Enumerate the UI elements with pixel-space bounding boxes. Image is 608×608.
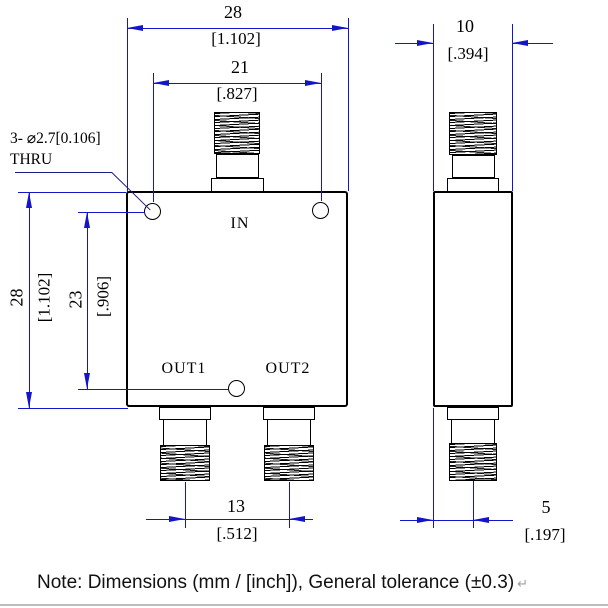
ext-line-side-width-right — [512, 24, 513, 191]
ext-line-side-conn-offset — [433, 408, 434, 528]
side-bottom-connector-threads — [449, 443, 497, 481]
centerline-out1-connector — [185, 482, 186, 528]
side-top-connector-flange — [447, 178, 499, 192]
ext-line-hole-offset-bottom — [78, 389, 228, 390]
arrow-side-width-left — [417, 39, 433, 46]
bottom-divider-line — [0, 604, 608, 606]
drawing-note: Note: Dimensions (mm / [inch]), General … — [37, 572, 528, 594]
centerline-side-connector — [473, 481, 474, 528]
dim-front-width-mm: 28 — [224, 2, 242, 22]
dim-line-front-height — [29, 192, 30, 408]
arrow-front-height-bottom — [25, 392, 32, 408]
port-label-out2: OUT2 — [265, 360, 311, 377]
arrow-side-width-right — [512, 39, 528, 46]
side-bottom-connector-body — [451, 419, 495, 444]
dim-hole-offset-inch: [.906] — [93, 275, 113, 318]
arrow-out-spacing-right — [289, 515, 305, 522]
arrow-front-height-top — [25, 192, 32, 208]
ext-line-front-width-right — [348, 18, 349, 191]
arrow-out-spacing-left — [169, 515, 185, 522]
side-top-connector-threads — [449, 112, 497, 155]
dim-line-hole-offset — [87, 212, 88, 389]
front-view-body — [126, 191, 348, 407]
dim-front-height-inch: [1.102] — [34, 272, 54, 323]
arrow-side-conn-offset-right — [473, 516, 489, 523]
front-out2-connector-body — [267, 419, 311, 446]
dim-line-front-width — [127, 28, 348, 29]
dim-hole-spacing-mm: 21 — [231, 57, 249, 77]
ext-line-hole-spacing-right — [321, 73, 322, 201]
arrow-hole-spacing-left — [153, 79, 169, 86]
dim-hole-spacing-inch: [.827] — [216, 84, 258, 103]
arrow-side-conn-offset-left — [417, 516, 433, 523]
dim-side-width-mm: 10 — [456, 16, 474, 36]
hole-callout-spec: 3- ⌀2.7[0.106] — [10, 130, 101, 147]
front-input-connector-body — [216, 154, 259, 178]
side-top-connector-body — [452, 155, 495, 178]
arrow-hole-offset-top — [83, 212, 90, 228]
arrow-front-width-right — [332, 24, 348, 31]
front-input-connector-threads — [214, 112, 260, 154]
front-out1-connector-body — [163, 419, 207, 446]
dim-side-width-inch: [.394] — [447, 44, 489, 63]
dim-line-side-width-right-tail — [512, 43, 553, 44]
drawing-note-text: Note: Dimensions (mm / [inch]), General … — [37, 572, 515, 593]
dim-line-side-conn-offset — [400, 520, 513, 521]
ext-line-front-height-bottom — [18, 408, 128, 409]
port-label-out1: OUT1 — [161, 360, 207, 377]
arrow-hole-offset-bottom — [83, 373, 90, 389]
arrow-front-width-left — [127, 24, 143, 31]
front-out2-connector-threads — [264, 445, 314, 481]
mounting-hole-top-right — [312, 202, 329, 219]
dim-line-side-width-left-tail — [395, 43, 433, 44]
ext-line-side-width-left — [433, 24, 434, 191]
dim-line-hole-spacing — [153, 83, 321, 84]
dim-front-height-mm: 28 — [6, 288, 27, 307]
dim-out-spacing-mm: 13 — [227, 496, 245, 516]
dim-side-conn-offset-inch: [.197] — [524, 525, 566, 544]
dim-line-out-spacing — [146, 519, 313, 520]
ext-line-front-width-left — [127, 18, 128, 192]
ext-line-hole-offset-top — [78, 212, 145, 213]
paragraph-return-icon: ↵ — [517, 576, 529, 591]
hole-callout-thru: THRU — [10, 151, 53, 168]
front-out1-connector-threads — [160, 445, 210, 481]
dim-side-conn-offset-mm: 5 — [541, 497, 551, 517]
ext-line-front-height-top — [18, 192, 126, 193]
ext-line-hole-spacing-left — [153, 73, 154, 202]
leader-line-horizontal — [15, 172, 112, 173]
side-view-body — [433, 191, 513, 407]
port-label-in: IN — [230, 215, 250, 232]
dim-front-width-inch: [1.102] — [211, 29, 261, 48]
front-input-connector-flange — [211, 178, 264, 192]
arrow-hole-spacing-right — [305, 79, 321, 86]
dim-hole-offset-mm: 23 — [65, 290, 86, 309]
mounting-hole-bottom-center — [228, 380, 245, 397]
centerline-out2-connector — [289, 482, 290, 528]
dim-out-spacing-inch: [.512] — [216, 524, 258, 543]
